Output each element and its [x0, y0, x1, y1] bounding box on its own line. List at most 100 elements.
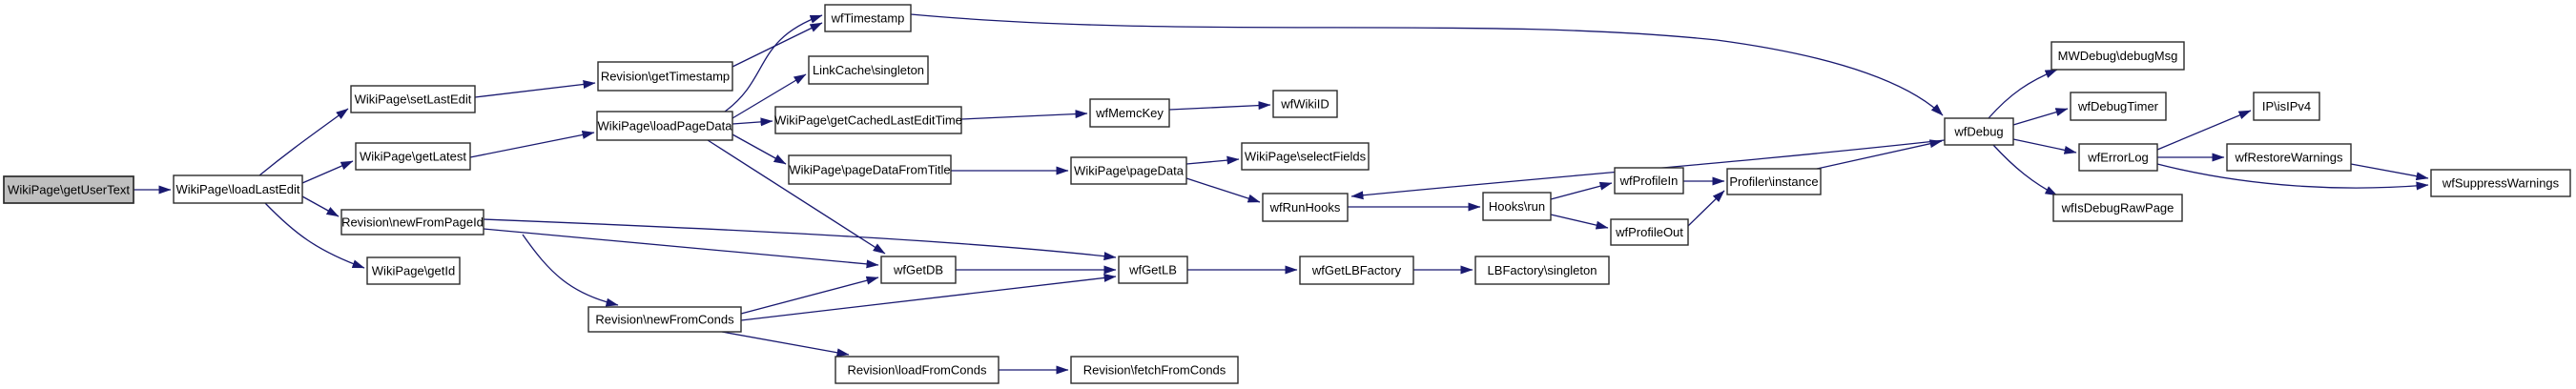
node-box-wfMemcKey[interactable] [1089, 98, 1170, 128]
node-box-wfRestoreWarnings[interactable] [2226, 143, 2352, 172]
graph-node-wfProfileIn[interactable]: wfProfileIn [1614, 167, 1684, 194]
node-box-wfRunHooks[interactable] [1262, 193, 1349, 222]
call-edge-profilerInstance-to-wfDebug [1816, 139, 1943, 170]
node-box-wfDebugTimer[interactable] [2070, 92, 2167, 121]
node-box-profilerInstance[interactable] [1726, 168, 1822, 195]
graph-node-wfRestoreWarnings[interactable]: wfRestoreWarnings [2226, 143, 2352, 172]
graph-node-wfIsDebugRawPage[interactable]: wfIsDebugRawPage [2052, 194, 2183, 222]
graph-node-wfGetDB[interactable]: wfGetDB [880, 256, 957, 284]
node-box-linkCacheSingleton[interactable] [808, 55, 929, 85]
graph-node-ipIsIPv4[interactable]: IP\isIPv4 [2253, 92, 2320, 121]
node-label-getUserText: WikiPage\getUserText [8, 183, 130, 197]
graph-node-wfGetLBFactory[interactable]: wfGetLBFactory [1299, 256, 1414, 285]
graph-node-getLatest[interactable]: WikiPage\getLatest [355, 142, 471, 171]
graph-node-getCachedLastEditTime[interactable]: WikiPage\getCachedLastEditTime [774, 106, 962, 134]
call-edge-hooksRun-to-wfProfileOut [1550, 214, 1609, 230]
node-box-loadPageData[interactable] [596, 111, 733, 141]
node-box-wfDebug[interactable] [1944, 117, 2014, 146]
node-box-ipIsIPv4[interactable] [2253, 92, 2320, 121]
call-edge-loadPageData-to-wfGetDB [707, 139, 886, 255]
graph-node-pageData[interactable]: WikiPage\pageData [1070, 156, 1187, 185]
graph-node-wfMemcKey[interactable]: wfMemcKey [1089, 98, 1170, 128]
node-box-wfGetLB[interactable] [1118, 256, 1188, 284]
graph-node-wfDebugTimer[interactable]: wfDebugTimer [2070, 92, 2167, 121]
node-box-wfErrorLog[interactable] [2078, 143, 2158, 172]
call-edge-loadLastEdit-to-setLastEdit [258, 108, 349, 176]
call-edge-newFromConds-to-wfGetLB [740, 273, 1117, 321]
node-box-loadFromConds[interactable] [835, 356, 999, 384]
node-box-loadLastEdit[interactable] [173, 174, 303, 204]
node-label-wfDebug: wfDebug [1953, 125, 2003, 139]
call-edge-wfRestoreWarnings-to-wfSuppressWarnings [2350, 163, 2429, 181]
node-box-selectFields[interactable] [1241, 142, 1370, 171]
node-label-wfTimestamp: wfTimestamp [831, 11, 905, 26]
node-box-pageDataFromTitle[interactable] [788, 154, 952, 185]
call-edge-newFromPageId-to-wfGetLB [483, 218, 1117, 261]
node-box-mwDebugMsg[interactable] [2050, 41, 2185, 71]
node-label-newFromConds: Revision\newFromConds [595, 313, 734, 327]
graph-node-wfWikiID[interactable]: wfWikiID [1272, 90, 1338, 118]
call-edge-loadLastEdit-to-getId [264, 202, 365, 269]
graph-node-selectFields[interactable]: WikiPage\selectFields [1241, 142, 1370, 171]
node-box-wfProfileIn[interactable] [1614, 167, 1684, 194]
node-box-wfSuppressWarnings[interactable] [2430, 169, 2571, 197]
graph-node-newFromPageId[interactable]: Revision\newFromPageId [340, 209, 484, 235]
node-box-getCachedLastEditTime[interactable] [774, 106, 962, 134]
node-box-wfGetDB[interactable] [880, 256, 957, 284]
graph-node-setLastEdit[interactable]: WikiPage\setLastEdit [350, 85, 476, 113]
call-edge-wfDebug-to-wfIsDebugRawPage [1992, 144, 2058, 196]
node-label-wfGetLBFactory: wfGetLBFactory [1311, 263, 1402, 277]
call-edge-wfDebug-to-wfDebugTimer [2012, 108, 2069, 126]
node-box-setLastEdit[interactable] [350, 85, 476, 113]
graph-node-wfRunHooks[interactable]: wfRunHooks [1262, 193, 1349, 222]
node-box-fetchFromConds[interactable] [1070, 356, 1239, 384]
graph-node-lbFactorySingleton[interactable]: LBFactory\singleton [1474, 256, 1610, 285]
graph-node-profilerInstance[interactable]: Profiler\instance [1726, 168, 1822, 195]
node-box-wfWikiID[interactable] [1272, 90, 1338, 118]
graph-node-loadPageData[interactable]: WikiPage\loadPageData [596, 111, 733, 141]
node-label-getCachedLastEditTime: WikiPage\getCachedLastEditTime [774, 113, 962, 128]
node-box-wfTimestamp[interactable] [824, 4, 912, 32]
graph-node-hooksRun[interactable]: Hooks\run [1482, 192, 1552, 221]
node-box-hooksRun[interactable] [1482, 192, 1552, 221]
node-box-lbFactorySingleton[interactable] [1474, 256, 1610, 285]
node-box-getId[interactable] [366, 256, 461, 285]
node-label-wfProfileOut: wfProfileOut [1615, 225, 1683, 239]
node-label-ipIsIPv4: IP\isIPv4 [2262, 99, 2311, 113]
graph-node-wfProfileOut[interactable]: wfProfileOut [1610, 218, 1689, 246]
graph-node-pageDataFromTitle[interactable]: WikiPage\pageDataFromTitle [788, 154, 952, 185]
graph-node-wfGetLB[interactable]: wfGetLB [1118, 256, 1188, 284]
graph-node-getId[interactable]: WikiPage\getId [366, 256, 461, 285]
node-label-loadPageData: WikiPage\loadPageData [598, 119, 733, 133]
node-label-wfDebugTimer: wfDebugTimer [2077, 99, 2159, 113]
graph-node-wfTimestamp[interactable]: wfTimestamp [824, 4, 912, 32]
call-edge-loadPageData-to-wfTimestamp [724, 14, 823, 113]
node-box-wfGetLBFactory[interactable] [1299, 256, 1414, 285]
graph-node-getUserText: WikiPage\getUserText [3, 175, 134, 204]
node-label-loadFromConds: Revision\loadFromConds [848, 363, 987, 378]
graph-node-getTimestamp[interactable]: Revision\getTimestamp [597, 61, 733, 92]
graph-node-wfDebug[interactable]: wfDebug [1944, 117, 2014, 146]
node-box-wfIsDebugRawPage[interactable] [2052, 194, 2183, 222]
node-label-newFromPageId: Revision\newFromPageId [341, 215, 484, 230]
node-box-newFromConds[interactable] [587, 306, 742, 333]
call-edge-wfProfileOut-to-profilerInstance [1687, 190, 1725, 227]
call-edge-wfErrorLog-to-wfSuppressWarnings [2156, 163, 2429, 191]
node-box-getTimestamp[interactable] [597, 61, 733, 92]
graph-node-loadFromConds[interactable]: Revision\loadFromConds [835, 356, 999, 384]
call-edge-newFromConds-to-wfGetDB [740, 276, 879, 315]
node-box-pageData[interactable] [1070, 156, 1187, 185]
graph-node-linkCacheSingleton[interactable]: LinkCache\singleton [808, 55, 929, 85]
call-edge-wfDebug-to-mwDebugMsg [1988, 69, 2058, 119]
node-label-hooksRun: Hooks\run [1489, 199, 1545, 214]
graph-node-wfSuppressWarnings[interactable]: wfSuppressWarnings [2430, 169, 2571, 197]
graph-node-loadLastEdit[interactable]: WikiPage\loadLastEdit [173, 174, 303, 204]
graph-node-mwDebugMsg[interactable]: MWDebug\debugMsg [2050, 41, 2185, 71]
node-box-getLatest[interactable] [355, 142, 471, 171]
node-box-wfProfileOut[interactable] [1610, 218, 1689, 246]
node-box-newFromPageId[interactable] [340, 209, 484, 235]
graph-node-newFromConds[interactable]: Revision\newFromConds [587, 306, 742, 333]
graph-node-wfErrorLog[interactable]: wfErrorLog [2078, 143, 2158, 172]
graph-node-fetchFromConds[interactable]: Revision\fetchFromConds [1070, 356, 1239, 384]
call-edge-newFromConds-to-loadFromConds [721, 331, 850, 358]
